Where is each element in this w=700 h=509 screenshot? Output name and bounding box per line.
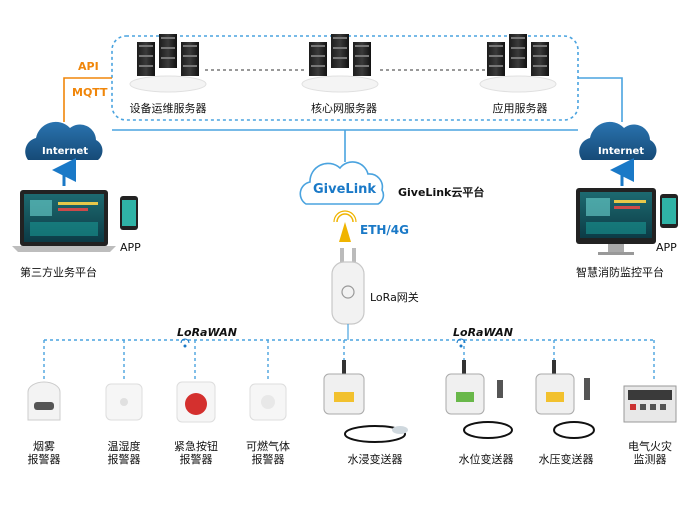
server-slot (355, 45, 369, 47)
right-cloud-connector (578, 77, 623, 122)
api-mqtt-connector (63, 77, 112, 122)
server-slot (139, 55, 153, 57)
server-rack-icon (137, 42, 155, 76)
server-group-ops (129, 34, 207, 93)
device-label-smoke: 烟雾报警器 (27, 440, 61, 466)
server-slot (489, 45, 503, 47)
device-label-emergency: 紧急按钮报警器 (174, 440, 218, 466)
server-slot (311, 65, 325, 67)
internet-right-label: Internet (598, 146, 645, 157)
server-slot (311, 45, 325, 47)
server-slot (489, 65, 503, 67)
server-slot (183, 55, 197, 57)
givelink-logo: GiveLink (313, 182, 377, 197)
server-slot (355, 65, 369, 67)
server-rack-icon (309, 42, 327, 76)
server-slot (161, 47, 175, 49)
server-slot (533, 65, 547, 67)
device-label-electrical-fire: 电气火灾监测器 (628, 440, 672, 466)
server-rack-icon (159, 34, 177, 68)
server-slot (511, 57, 525, 59)
device-drops (43, 340, 655, 380)
third-party-platform-label: 第三方业务平台 (20, 266, 97, 279)
server-rack-icon (331, 34, 349, 68)
server-slot (533, 45, 547, 47)
server-group-app (479, 34, 557, 93)
server-slot (533, 55, 547, 57)
server-slot (183, 45, 197, 47)
server-slot (161, 37, 175, 39)
lorawan-logo-left-icon (180, 338, 190, 348)
antenna-icon (333, 210, 357, 242)
eth-4g-label: ETH/4G (360, 223, 410, 237)
server-slot (511, 37, 525, 39)
water-level-transmitter-device (445, 360, 513, 439)
fire-monitor-platform-label: 智慧消防监控平台 (576, 266, 664, 279)
lorawan-logo-right-icon (456, 338, 466, 348)
server-slot (139, 45, 153, 47)
lorawan-right-label: LoRaWAN (453, 326, 513, 339)
lora-gateway-device (331, 248, 365, 325)
server-slot (333, 37, 347, 39)
device-label-water-pressure: 水压变送器 (538, 453, 594, 466)
temp-humidity-device (105, 383, 143, 421)
internet-left-label: Internet (42, 146, 89, 157)
device-label-water-leak: 水浸变送器 (347, 453, 403, 466)
server-slot (161, 57, 175, 59)
server-slot (355, 55, 369, 57)
server-rack-icon (353, 42, 371, 76)
server-cloud-base-icon (129, 75, 207, 93)
server-slot (511, 47, 525, 49)
device-label-water-level: 水位变送器 (458, 453, 514, 466)
device-label-temp-humidity: 温湿度报警器 (107, 440, 141, 466)
server-slot (333, 47, 347, 49)
gas-detector-device (249, 383, 287, 421)
lorawan-left-label: LoRaWAN (177, 326, 237, 339)
server-slot (489, 55, 503, 57)
server-rack-icon (531, 42, 549, 76)
mqtt-label: MQTT (72, 86, 108, 99)
core-server-label: 核心网服务器 (311, 102, 377, 115)
server-cloud-base-icon (479, 75, 557, 93)
server-rack-icon (181, 42, 199, 76)
water-pressure-transmitter-device (535, 360, 595, 439)
internet-cloud-right (579, 121, 657, 160)
device-label-gas: 可燃气体报警器 (246, 440, 290, 466)
server-slot (139, 65, 153, 67)
fire-monitor-app-label: APP (656, 241, 677, 254)
server-rack-icon (509, 34, 527, 68)
server-group-core (301, 34, 379, 93)
server-cloud-base-icon (301, 75, 379, 93)
phone-fire-platform (660, 194, 678, 228)
monitor-fire-platform (576, 188, 656, 255)
givelink-cloud (299, 161, 385, 205)
server-rack-icon (487, 42, 505, 76)
server-slot (183, 65, 197, 67)
internet-cloud-left (25, 121, 103, 160)
phone-third-party (120, 196, 138, 230)
third-party-app-label: APP (120, 241, 141, 254)
emergency-button-device (176, 381, 216, 423)
water-leak-transmitter-device (323, 360, 408, 443)
api-label: API (78, 60, 99, 73)
smoke-detector-device (27, 381, 61, 421)
server-slot (333, 57, 347, 59)
lora-gateway-label: LoRa网关 (370, 291, 419, 304)
givelink-platform-label: GiveLink云平台 (398, 186, 485, 199)
ops-server-label: 设备运维服务器 (129, 102, 207, 115)
electrical-fire-monitor-device (623, 385, 677, 423)
server-slot (311, 55, 325, 57)
laptop-third-party (12, 190, 116, 252)
app-server-label: 应用服务器 (492, 102, 548, 115)
